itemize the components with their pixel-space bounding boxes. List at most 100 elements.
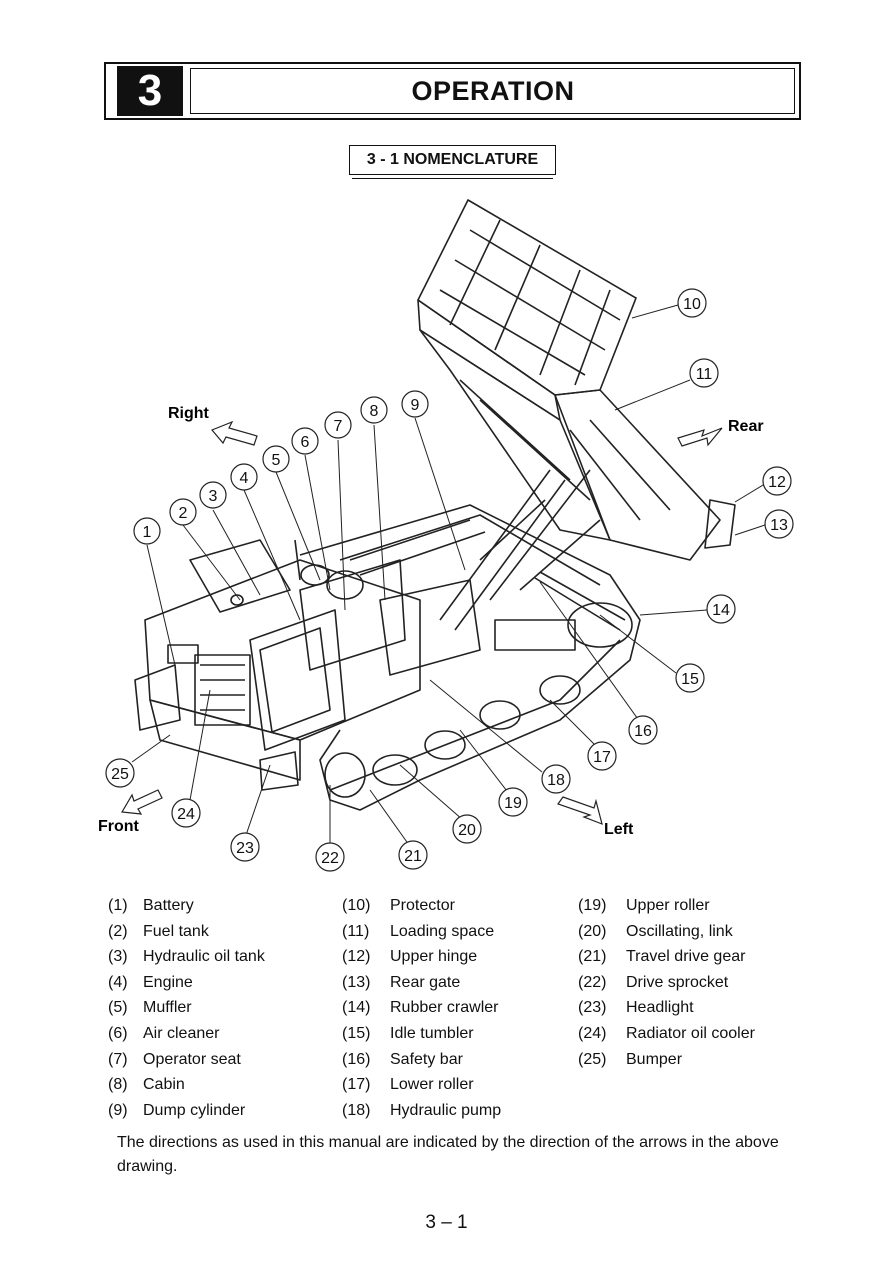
- direction-left: Left: [604, 821, 634, 838]
- legend-item: (14) Rubber crawler: [342, 999, 501, 1025]
- callout-2: 2: [179, 505, 188, 522]
- callout-11: 11: [696, 366, 713, 383]
- callout-9: 9: [411, 397, 420, 414]
- legend-item-name: Loading space: [390, 922, 495, 940]
- direction-rear: Rear: [728, 418, 764, 435]
- legend-item-name: Bumper: [626, 1050, 683, 1068]
- legend-item-number: (15): [342, 1024, 371, 1042]
- chapter-header-frame: [104, 62, 801, 120]
- legend-item: (7) Operator seat: [108, 1051, 265, 1077]
- callout-4: 4: [240, 470, 249, 487]
- legend-item-number: (10): [342, 897, 371, 914]
- legend-item-name: Lower roller: [390, 1076, 474, 1094]
- callout-19: 19: [504, 795, 522, 812]
- chapter-title: OPERATION: [411, 75, 575, 106]
- legend-item-number: (3): [108, 948, 128, 966]
- callout-20: 20: [458, 822, 476, 839]
- callout-7: 7: [334, 418, 343, 435]
- legend-column-3: (19) Upper roller (20)Oscillating, link(21…: [578, 897, 755, 1076]
- legend-item-name: Muffler: [143, 999, 192, 1017]
- legend-item: (15) Idle tumbler: [342, 1025, 501, 1051]
- crawler-track: [299, 504, 641, 811]
- legend-item: (19) Upper roller: [578, 897, 755, 923]
- chassis: [134, 539, 421, 791]
- legend-item: (25) Bumper: [578, 1051, 755, 1077]
- legend-item: (9)Dump cylinder: [108, 1102, 265, 1128]
- dump-linkage: [379, 469, 626, 676]
- legend-item-name: Engine: [143, 973, 193, 991]
- legend-column-2: (10) Protector (11) Loading space (12)Upper …: [342, 897, 501, 1127]
- legend-item-name: Upper roller: [626, 897, 710, 914]
- callout-8: 8: [370, 403, 379, 420]
- legend-item-name: Hydraulic pump: [390, 1101, 502, 1119]
- legend-column-1: (1) Battery (2)Fuel tank(3) Hydraulic oil t…: [108, 897, 265, 1127]
- legend-item-number: (11): [342, 922, 370, 940]
- legend-item-number: (14): [342, 999, 371, 1017]
- callout-3: 3: [209, 488, 218, 505]
- legend-item: (13) Rear gate: [342, 974, 501, 1000]
- rear-arrow-icon: [677, 427, 723, 447]
- section-heading: 3 - 1 NOMENCLATURE: [349, 145, 556, 179]
- legend-item-name: Air cleaner: [143, 1024, 220, 1042]
- callout-6: 6: [301, 434, 310, 451]
- callout-1: 1: [143, 524, 152, 541]
- callout-15: 15: [681, 671, 699, 688]
- legend-item-number: (9): [108, 1101, 128, 1119]
- legend-item: (5)Muffler: [108, 999, 265, 1025]
- legend-item-name: Oscillating, link: [626, 922, 733, 940]
- legend-item-number: (16): [342, 1050, 371, 1068]
- legend-item-number: (24): [578, 1024, 607, 1042]
- legend-item-name: Headlight: [626, 999, 694, 1017]
- legend-item-name: Protector: [390, 897, 455, 914]
- legend-item: (20)Oscillating, link: [578, 923, 755, 949]
- legend-item-number: (21): [578, 948, 607, 966]
- directions-note: The directions as used in this manual ar…: [117, 1134, 779, 1175]
- legend-item-number: (7): [108, 1050, 128, 1068]
- legend-item-name: Drive sprocket: [626, 973, 729, 991]
- legend-item: (23) Headlight: [578, 999, 755, 1025]
- front-arrow-icon: [121, 789, 163, 815]
- legend-item: (2)Fuel tank: [108, 923, 265, 949]
- callout-17: 17: [593, 749, 611, 766]
- legend-item-number: (22): [578, 973, 607, 991]
- legend-item-number: (8): [108, 1076, 128, 1094]
- legend-item: (10) Protector: [342, 897, 501, 923]
- legend-item-name: Upper hinge: [390, 948, 478, 966]
- left-arrow-icon: [557, 796, 603, 825]
- callout-18: 18: [547, 772, 565, 789]
- leader-lines: [131, 304, 766, 846]
- legend-item-name: Battery: [143, 897, 194, 914]
- legend-item-name: Operator seat: [143, 1050, 241, 1068]
- carrier-drawing: Right Rear Front Left 123456789101112131…: [98, 199, 794, 872]
- legend-item-name: Idle tumbler: [390, 1024, 474, 1042]
- legend-item: (12)Upper hinge: [342, 948, 501, 974]
- dump-bed: [417, 199, 736, 561]
- callout-13: 13: [770, 517, 788, 534]
- legend-item-name: Fuel tank: [143, 922, 209, 940]
- direction-right: Right: [168, 405, 210, 422]
- legend-item: (3) Hydraulic oil tank: [108, 948, 265, 974]
- legend-item-name: Radiator oil cooler: [626, 1024, 755, 1042]
- callout-14: 14: [712, 602, 730, 619]
- legend-item: (8)Cabin: [108, 1076, 265, 1102]
- legend-item-number: (6): [108, 1024, 128, 1042]
- legend-item-number: (25): [578, 1050, 607, 1068]
- legend-item-name: Rubber crawler: [390, 999, 499, 1017]
- legend-item-name: Rear gate: [390, 973, 461, 991]
- callout-23: 23: [236, 840, 254, 857]
- legend-item-number: (13): [342, 973, 371, 991]
- legend-item-number: (19): [578, 897, 607, 914]
- legend-item-name: Hydraulic oil tank: [143, 948, 265, 966]
- legend-item-name: Safety bar: [390, 1050, 463, 1068]
- legend-item: (1) Battery: [108, 897, 265, 923]
- chapter-number: 3: [117, 66, 183, 116]
- legend-item-number: (1): [108, 897, 128, 914]
- legend-item: (24) Radiator oil cooler: [578, 1025, 755, 1051]
- legend-item: (4)Engine: [108, 974, 265, 1000]
- legend-item-name: Travel drive gear: [626, 948, 746, 966]
- legend-item: (18)Hydraulic pump: [342, 1102, 501, 1128]
- legend-item: (17)Lower roller: [342, 1076, 501, 1102]
- legend-item: (22) Drive sprocket: [578, 974, 755, 1000]
- legend-item: (21) Travel drive gear: [578, 948, 755, 974]
- legend-item-number: (23): [578, 999, 607, 1017]
